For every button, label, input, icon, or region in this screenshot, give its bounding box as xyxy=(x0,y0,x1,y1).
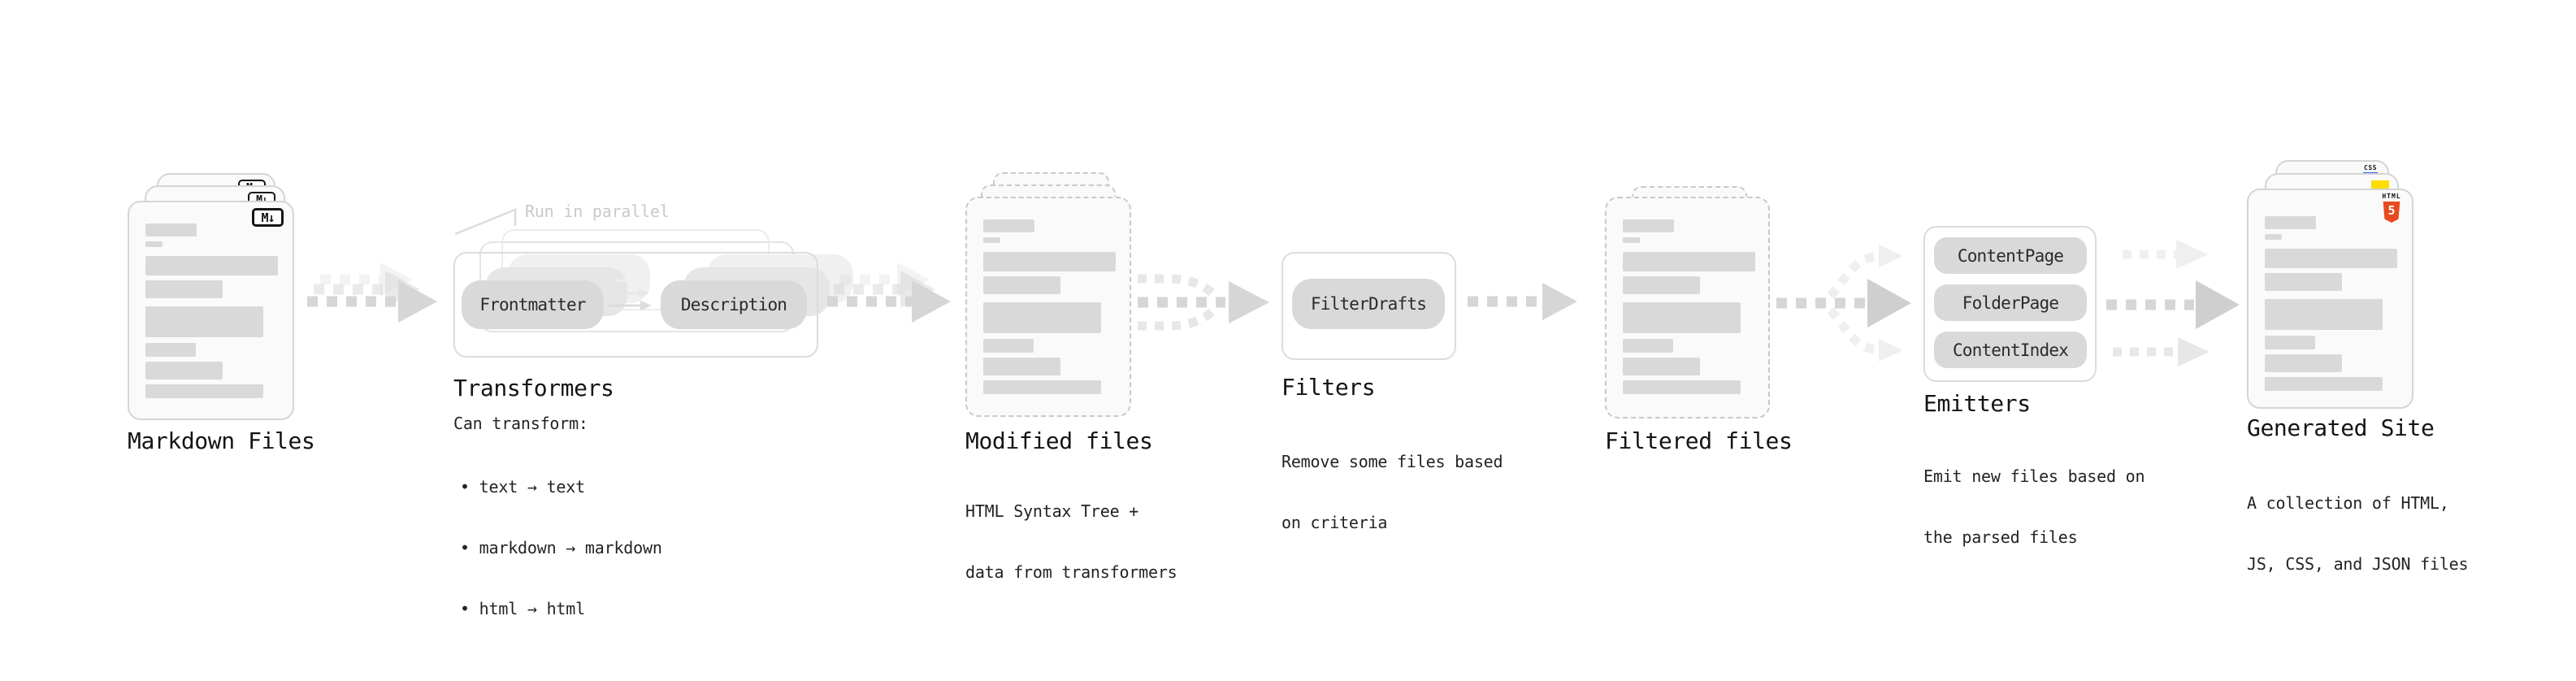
skeleton-line xyxy=(983,219,1034,232)
emitters-subtitle: Emit new files based on the parsed files xyxy=(1923,426,2145,588)
html5-shield: 5 xyxy=(2383,202,2400,223)
run-in-parallel-annotation: Run in parallel xyxy=(525,202,670,221)
skeleton-line xyxy=(1623,339,1673,353)
skeleton-line xyxy=(145,223,197,236)
document-skeleton xyxy=(2265,216,2397,391)
skeleton-line xyxy=(2265,249,2397,268)
skeleton-line xyxy=(983,276,1060,294)
generated-site-subtitle: A collection of HTML, JS, CSS, and JSON … xyxy=(2247,453,2469,615)
bullet-line: • text → text xyxy=(460,477,585,497)
skeleton-line xyxy=(983,302,1101,333)
generated-file-card-html: HTML 5 xyxy=(2247,189,2413,409)
skeleton-line xyxy=(1623,252,1755,271)
subtitle-line: HTML Syntax Tree + xyxy=(965,501,1139,521)
skeleton-line xyxy=(145,306,263,337)
skeleton-line xyxy=(2265,216,2316,229)
markdown-files-label: Markdown Files xyxy=(128,427,315,454)
subtitle-line: on criteria xyxy=(1281,513,1388,532)
transformers-note-title: Can transform: xyxy=(453,414,588,433)
css-icon-text: CSS xyxy=(2364,164,2377,171)
filters-box xyxy=(1281,252,1456,360)
html5-icon: HTML 5 xyxy=(2382,193,2401,223)
javascript-icon xyxy=(2371,180,2389,190)
skeleton-line xyxy=(1623,358,1700,375)
pill-contentpage: ContentPage xyxy=(1934,237,2087,274)
markdown-icon: M↓ xyxy=(252,208,284,227)
modified-files-label: Modified files xyxy=(965,427,1153,454)
skeleton-line xyxy=(983,380,1101,394)
filters-subtitle: Remove some files based on criteria xyxy=(1281,411,1503,574)
arrow-modified-to-filters-converge xyxy=(1138,274,1269,331)
skeleton-line xyxy=(1623,302,1741,333)
html5-icon-text: HTML xyxy=(2382,193,2401,200)
skeleton-line xyxy=(983,358,1060,375)
skeleton-line xyxy=(1623,276,1700,294)
transformer-box-front xyxy=(453,252,818,358)
skeleton-line xyxy=(983,252,1116,271)
modified-files-subtitle: HTML Syntax Tree + data from transformer… xyxy=(965,461,1177,623)
skeleton-line xyxy=(145,343,196,357)
bullet-line: • html → html xyxy=(460,599,585,618)
pill-description: Description xyxy=(661,280,807,329)
arrow-filters-to-filtered xyxy=(1468,283,1577,320)
document-skeleton xyxy=(983,219,1116,394)
subtitle-line: data from transformers xyxy=(965,562,1177,582)
skeleton-line xyxy=(2265,234,2282,240)
bullet-line: • markdown → markdown xyxy=(460,538,662,557)
skeleton-line xyxy=(983,237,1000,243)
modified-file-card-front xyxy=(965,197,1131,417)
pill-contentindex: ContentIndex xyxy=(1934,332,2087,368)
emitters-box xyxy=(1923,226,2097,382)
emitters-label: Emitters xyxy=(1923,390,2031,417)
run-in-parallel-callout-line xyxy=(454,208,517,236)
filtered-file-card-front xyxy=(1605,197,1770,419)
arrows-emitters-to-generated xyxy=(2106,240,2240,367)
subtitle-line: the parsed files xyxy=(1923,527,2078,547)
subtitle-line: A collection of HTML, xyxy=(2247,493,2449,513)
skeleton-line xyxy=(983,339,1034,353)
pill-frontmatter: Frontmatter xyxy=(462,280,604,329)
skeleton-line xyxy=(145,241,163,247)
pill-filterdrafts: FilterDrafts xyxy=(1292,279,1445,329)
skeleton-line xyxy=(1623,219,1674,232)
skeleton-line xyxy=(2265,273,2342,291)
skeleton-line xyxy=(2265,336,2315,349)
generated-site-label: Generated Site xyxy=(2247,414,2435,441)
document-skeleton xyxy=(1623,219,1755,394)
markdown-file-card-front: M↓ xyxy=(128,201,294,420)
transformers-label: Transformers xyxy=(453,375,614,401)
document-skeleton xyxy=(145,223,278,398)
subtitle-line: Emit new files based on xyxy=(1923,466,2145,486)
subtitle-line: Remove some files based xyxy=(1281,452,1503,471)
arrow-markdown-to-transformers xyxy=(307,262,437,323)
skeleton-line xyxy=(145,362,223,380)
transformers-bullets: • text → text • markdown → markdown • ht… xyxy=(460,436,662,660)
skeleton-line xyxy=(1623,380,1741,394)
skeleton-line xyxy=(2265,354,2342,372)
skeleton-line xyxy=(1623,237,1640,243)
skeleton-line xyxy=(145,256,278,275)
skeleton-line xyxy=(2265,299,2383,330)
skeleton-line xyxy=(145,384,263,398)
filters-label: Filters xyxy=(1281,374,1376,401)
html5-five: 5 xyxy=(2387,203,2396,218)
skeleton-line xyxy=(2265,377,2383,391)
arrow-filtered-to-emitters-diverge xyxy=(1776,245,1911,362)
skeleton-line xyxy=(145,280,223,298)
subtitle-line: JS, CSS, and JSON files xyxy=(2247,554,2469,574)
filtered-files-label: Filtered files xyxy=(1605,427,1793,454)
pill-folderpage: FolderPage xyxy=(1934,284,2087,321)
